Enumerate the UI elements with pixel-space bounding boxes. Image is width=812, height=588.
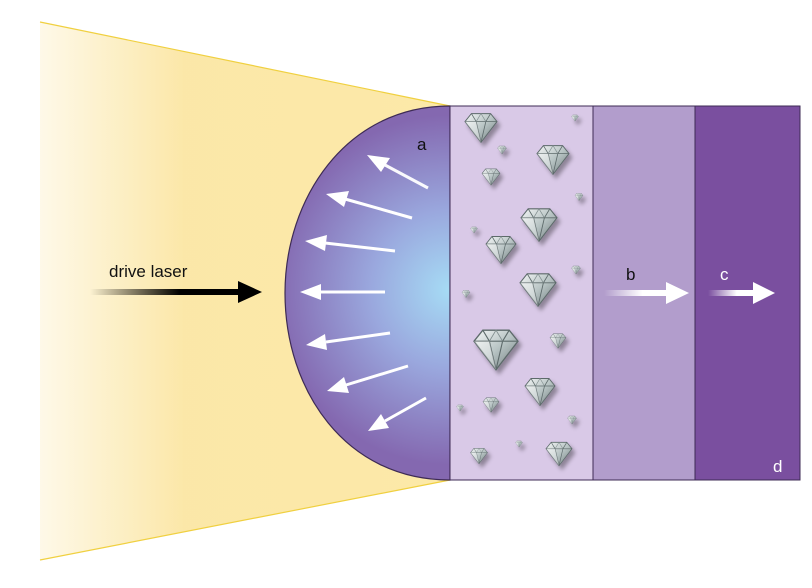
label-c: c bbox=[720, 265, 729, 284]
plasma-arrow bbox=[306, 331, 391, 350]
laser-cone-bottom-edge bbox=[39, 479, 451, 561]
label-a: a bbox=[417, 135, 427, 154]
laser-cone-top-edge bbox=[39, 21, 451, 107]
plasma-arrow bbox=[367, 155, 429, 190]
shock-arrow-b bbox=[604, 282, 689, 304]
plasma-arrow bbox=[326, 191, 413, 220]
plasma-arrow bbox=[368, 396, 427, 431]
plasma-arrow bbox=[305, 235, 396, 253]
plasma-expansion-arrows bbox=[300, 155, 429, 431]
drive-laser-label: drive laser bbox=[109, 262, 188, 281]
diamond-layer bbox=[449, 105, 594, 481]
shock-arrow-c bbox=[708, 282, 775, 304]
drive-laser-arrow bbox=[90, 281, 262, 303]
label-d: d bbox=[773, 457, 782, 476]
plasma-arrow bbox=[327, 364, 409, 393]
plasma-arrow bbox=[300, 284, 385, 300]
label-b: b bbox=[626, 265, 635, 284]
